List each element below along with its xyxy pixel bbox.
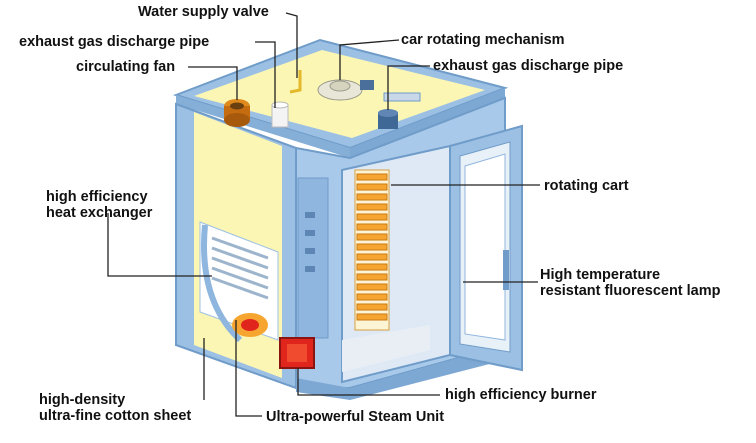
label-steam-unit: Ultra-powerful Steam Unit	[266, 409, 445, 425]
exhaust-stack	[378, 109, 398, 129]
burner-icon	[279, 337, 315, 369]
rotating-motor-icon	[317, 79, 421, 102]
leader-lines	[107, 12, 540, 417]
label-car-rotating: car rotating mechanism	[401, 32, 565, 48]
label-exhaust-pipe-left: exhaust gas discharge pipe	[19, 34, 210, 50]
rotating-cart-racks	[342, 169, 430, 372]
steam-unit	[232, 313, 268, 337]
label-water-supply-valve: Water supply valve	[138, 4, 269, 20]
label-fluorescent-lamp: High temperature resistant fluorescent l…	[540, 267, 721, 299]
oven-door	[449, 124, 523, 372]
label-burner: high efficiency burner	[445, 387, 597, 403]
label-heat-exchanger: high efficiency heat exchanger	[46, 189, 153, 221]
label-circulating-fan: circulating fan	[76, 59, 176, 75]
heat-exchanger	[199, 221, 279, 343]
label-exhaust-pipe-right: exhaust gas discharge pipe	[433, 58, 624, 74]
exhaust-pipe-icon	[289, 70, 302, 94]
label-cotton-sheet: high-density ultra-fine cotton sheet	[39, 392, 192, 424]
fan-icon	[224, 99, 250, 127]
steam-cylinder-icon	[271, 101, 289, 128]
label-rotating-cart: rotating cart	[544, 178, 629, 194]
